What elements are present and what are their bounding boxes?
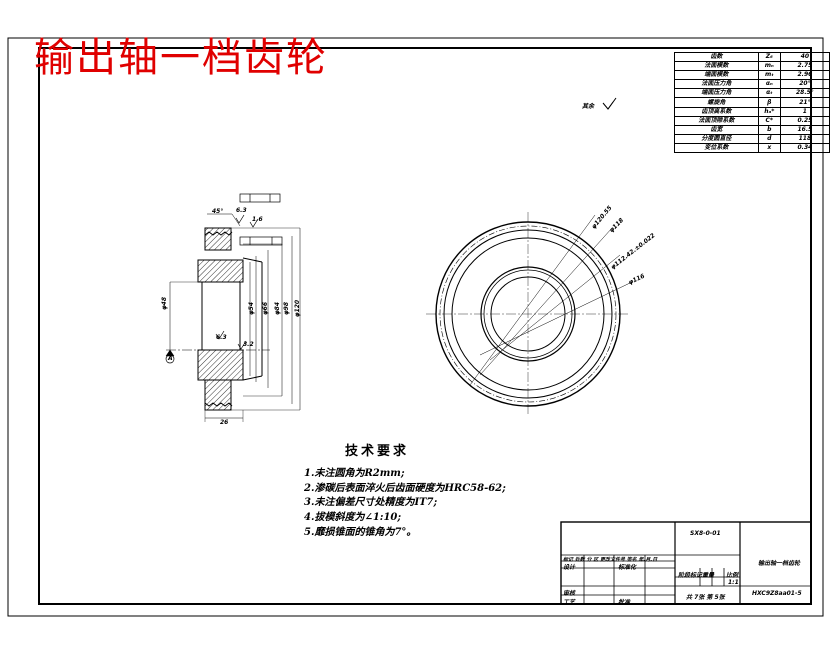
- chamfer-label: 45°: [212, 208, 224, 215]
- param-symbol: αₜ: [757, 88, 781, 99]
- roughness-label-b: 1.6: [252, 216, 263, 223]
- weight-label: 重量: [702, 572, 715, 579]
- title-block-lines: [560, 521, 812, 605]
- param-value: 2.96: [779, 70, 830, 81]
- standardize-label: 标准化: [618, 564, 637, 571]
- tech-requirement-item: 1.未注圆角为R2mm;: [304, 468, 405, 479]
- param-symbol: mₙ: [757, 61, 781, 72]
- param-name: 齿顶高系数: [674, 106, 759, 117]
- param-symbol: β: [757, 97, 781, 108]
- param-name: 法面顶隙系数: [674, 115, 759, 126]
- param-value: 21°: [779, 97, 830, 108]
- tech-requirement-item: 4.拔模斜度为∠1:10;: [304, 512, 402, 524]
- sheet-count: 共 7张 第 5张: [686, 594, 725, 601]
- param-value: 40: [779, 51, 830, 63]
- surface-note: 其余: [582, 103, 595, 110]
- section-view: [165, 193, 301, 422]
- roughness-label-d: 3.2: [243, 341, 254, 348]
- param-value: 0.25: [779, 115, 830, 126]
- param-name: 齿数: [674, 51, 759, 63]
- scale-value: 1:1: [728, 579, 739, 586]
- roughness-label-c: 6.3: [216, 334, 227, 341]
- drawing-code: HXC9Z8aa01-5: [752, 590, 802, 597]
- diameter-label-1: φ54: [248, 301, 256, 316]
- tech-requirements-title: 技术要求: [345, 444, 410, 459]
- param-name: 端面模数: [674, 70, 759, 81]
- param-symbol: Z₆: [757, 51, 781, 63]
- datum-label: A: [168, 355, 173, 362]
- designer-label: 设计: [563, 564, 576, 571]
- param-value: 28.5°: [779, 88, 830, 99]
- param-name: 变位系数: [674, 142, 759, 154]
- param-value: 1: [779, 106, 830, 117]
- drawing-title: 输出轴一档齿轮: [34, 35, 328, 81]
- param-symbol: b: [757, 124, 781, 135]
- process-label: 工艺: [563, 599, 576, 606]
- diameter-label-5: φ120: [294, 299, 302, 318]
- param-symbol: x: [757, 142, 781, 154]
- diameter-label-2: φ66: [262, 301, 270, 316]
- param-name: 齿宽: [674, 124, 759, 135]
- drawing-number: SX8-0-01: [690, 530, 721, 537]
- param-value: 16.5: [779, 124, 830, 135]
- tech-requirements-list: 1.未注圆角为R2mm; 2.渗碳后表面淬火后齿面硬度为HRC58-62; 3.…: [304, 467, 506, 541]
- diameter-label-4: φ98: [283, 301, 291, 316]
- param-symbol: αₙ: [757, 79, 781, 90]
- approve-label: 批准: [618, 599, 631, 606]
- width-dimension-label: 26: [220, 419, 229, 426]
- part-name: 输出轴一档齿轮: [758, 560, 801, 567]
- param-symbol: C*: [757, 115, 781, 126]
- param-value: 20°: [779, 79, 830, 90]
- param-symbol: d: [757, 133, 781, 144]
- stage-mark-label: 阶段标记: [678, 572, 703, 579]
- param-symbol: hₐ*: [757, 106, 781, 117]
- tech-requirement-item: 2.渗碳后表面淬火后齿面硬度为HRC58-62;: [304, 482, 506, 494]
- param-name: 分度圆直径: [674, 133, 759, 144]
- scale-label: 比例: [726, 572, 739, 579]
- revision-header-row: 标记 处数 分 区 更改文件号 签名 年.月.日: [563, 557, 658, 563]
- param-name: 法面压力角: [674, 79, 759, 90]
- reviewer-label: 审核: [563, 590, 576, 597]
- param-value: 0.34: [779, 142, 830, 154]
- surface-finish-symbol: [602, 97, 617, 110]
- param-name: 法面模数: [674, 61, 759, 72]
- diameter-label-3: φ84: [274, 301, 282, 316]
- param-symbol: mₜ: [757, 70, 781, 81]
- bore-diameter-label: φ48: [161, 296, 169, 311]
- param-value: 2.75: [779, 61, 830, 72]
- tech-requirement-item: 5.靡损锥面的锥角为7°。: [304, 526, 417, 538]
- param-value: 118: [779, 133, 830, 144]
- param-name: 螺旋角: [674, 97, 759, 108]
- param-name: 端面压力角: [674, 88, 759, 99]
- front-view: [426, 212, 633, 416]
- roughness-label-a: 6.3: [236, 207, 247, 214]
- tech-requirement-item: 3.未注偏差尺寸处精度为IT7;: [304, 497, 438, 509]
